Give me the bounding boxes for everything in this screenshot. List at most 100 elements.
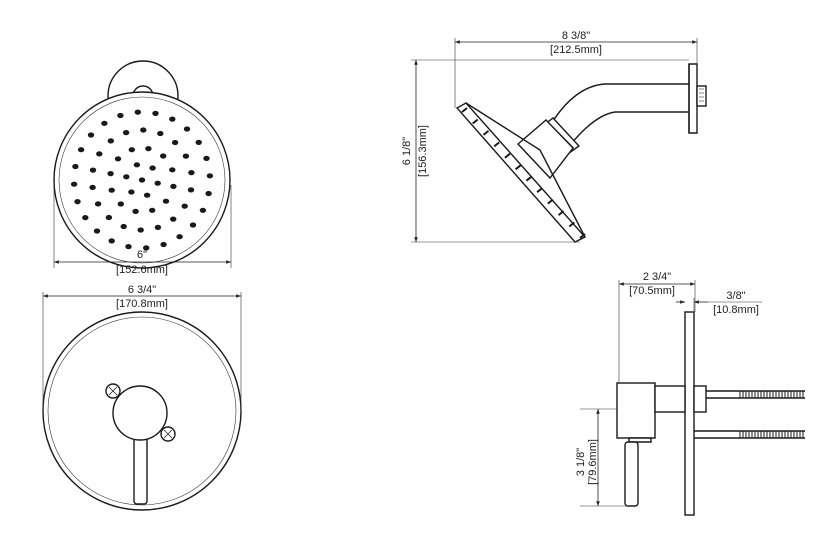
nozzle-tick [504, 153, 511, 159]
nozzle-hole [117, 112, 124, 119]
handle-length-imperial: 3 1/8" [575, 448, 587, 476]
nozzle-hole [157, 130, 164, 137]
nozzle-pattern [70, 109, 214, 251]
nozzle-tick [579, 233, 586, 239]
nozzle-hole [170, 183, 177, 189]
nozzle-hole [195, 139, 202, 145]
nozzle-hole [154, 180, 161, 186]
nozzle-hole [182, 153, 190, 159]
nozzle-hole [134, 109, 141, 115]
nozzle-hole [108, 187, 115, 193]
trim-plate-width-imperial: 6 3/4" [128, 284, 156, 296]
showerhead-side-view [455, 63, 707, 243]
nozzle-hole [114, 156, 122, 162]
arm-reach-imperial: 8 3/8" [562, 30, 590, 42]
nozzle-hole [143, 245, 150, 251]
nozzle-hole [89, 184, 96, 190]
showerhead-width-dimension: 6" [152.6mm] [53, 185, 232, 276]
wall-flange [688, 63, 698, 134]
valve-depth-dimension: 2 3/4" [70.5mm] [618, 271, 696, 383]
nozzle-hole [199, 207, 207, 213]
showerhead-width-metric: [152.6mm] [116, 264, 168, 276]
nozzle-hole [87, 132, 95, 138]
nozzle-tick [482, 130, 490, 136]
nozzle-hole [171, 139, 179, 146]
nozzle-hole [149, 165, 156, 171]
nozzle-tick [472, 118, 479, 125]
nozzle-hole [93, 228, 101, 234]
nozzle-hole [154, 224, 162, 230]
trim-plate-front-view [42, 311, 242, 511]
nozzle-hole [105, 214, 113, 221]
nozzle-tick [568, 221, 575, 228]
nozzle-hole [160, 241, 167, 248]
wall-plate [684, 311, 695, 516]
nozzle-hole [74, 199, 81, 205]
nozzle-hole [203, 155, 210, 161]
nozzle-tick [514, 164, 522, 171]
handle-length-dimension: 3 1/8" [79.6mm] [575, 408, 630, 507]
valve-depth-imperial: 2 3/4" [643, 271, 671, 283]
nozzle-hole [140, 127, 147, 133]
nozzle-hole [162, 198, 170, 204]
arm-drop-imperial: 6 1/8" [401, 137, 413, 165]
arm-reach-metric: [212.5mm] [550, 44, 602, 56]
nozzle-hole [70, 181, 78, 187]
nozzle-hole [189, 222, 197, 228]
nozzle-hole [206, 173, 214, 179]
nozzle-hole [72, 163, 79, 170]
nozzle-hole [122, 130, 130, 136]
showerhead-width-imperial: 6" [137, 249, 147, 261]
handle-hub [112, 385, 168, 441]
nozzle-hole [77, 147, 85, 153]
nozzle-hole [117, 201, 125, 207]
nozzle-hole [169, 116, 176, 122]
nozzle-tick [461, 107, 468, 113]
nozzle-hole [205, 190, 212, 197]
nozzle-hole [96, 151, 103, 157]
handle-length-metric: [79.6mm] [587, 439, 599, 485]
nozzle-hole [170, 216, 177, 222]
nozzle-hole [107, 138, 115, 144]
nozzle-tick [493, 141, 500, 148]
nozzle-hole [133, 162, 141, 168]
nozzle-hole [128, 189, 135, 195]
nozzle-hole [108, 238, 115, 244]
nozzle-hole [128, 147, 135, 153]
nozzle-hole [160, 153, 167, 159]
plate-thickness-dimension: 3/8" [10.8mm] [676, 290, 762, 316]
trim-plate-width-metric: [170.8mm] [116, 298, 168, 310]
nozzle-tick [547, 198, 554, 205]
nozzle-hole [183, 126, 191, 132]
plate-thickness-imperial: 3/8" [726, 290, 745, 302]
trim-plate-width-dimension: 6 3/4" [170.8mm] [42, 284, 242, 412]
nozzle-hole [152, 110, 159, 116]
showerhead-front-view [53, 60, 231, 269]
handle-body [616, 382, 656, 439]
nozzle-hole [176, 234, 183, 240]
valve-side-view [616, 311, 805, 516]
arm-reach-dimension: 8 3/8" [212.5mm] [454, 30, 698, 108]
nozzle-hole [181, 203, 188, 209]
nozzle-hole [132, 208, 139, 214]
nozzle-hole [169, 167, 176, 173]
nozzle-hole [188, 170, 195, 176]
handle-lever-side [624, 441, 639, 507]
valve-depth-metric: [70.5mm] [629, 285, 675, 297]
nozzle-tick [536, 187, 543, 193]
nozzle-hole [101, 120, 108, 126]
arm-drop-metric: [156.3mm] [417, 125, 429, 177]
nozzle-hole [137, 227, 144, 233]
nozzle-hole [89, 167, 97, 173]
nozzle-hole [187, 187, 195, 193]
showerhead-face [455, 102, 587, 243]
nozzle-tick [557, 210, 565, 216]
nozzle-tick [525, 175, 533, 182]
nozzle-hole [120, 223, 127, 230]
nozzle-hole [94, 201, 102, 207]
nozzle-hole [125, 244, 132, 250]
nozzle-hole [145, 146, 152, 152]
nozzle-hole [107, 171, 114, 177]
nozzle-hole [143, 192, 151, 198]
nozzle-hole [149, 207, 156, 213]
